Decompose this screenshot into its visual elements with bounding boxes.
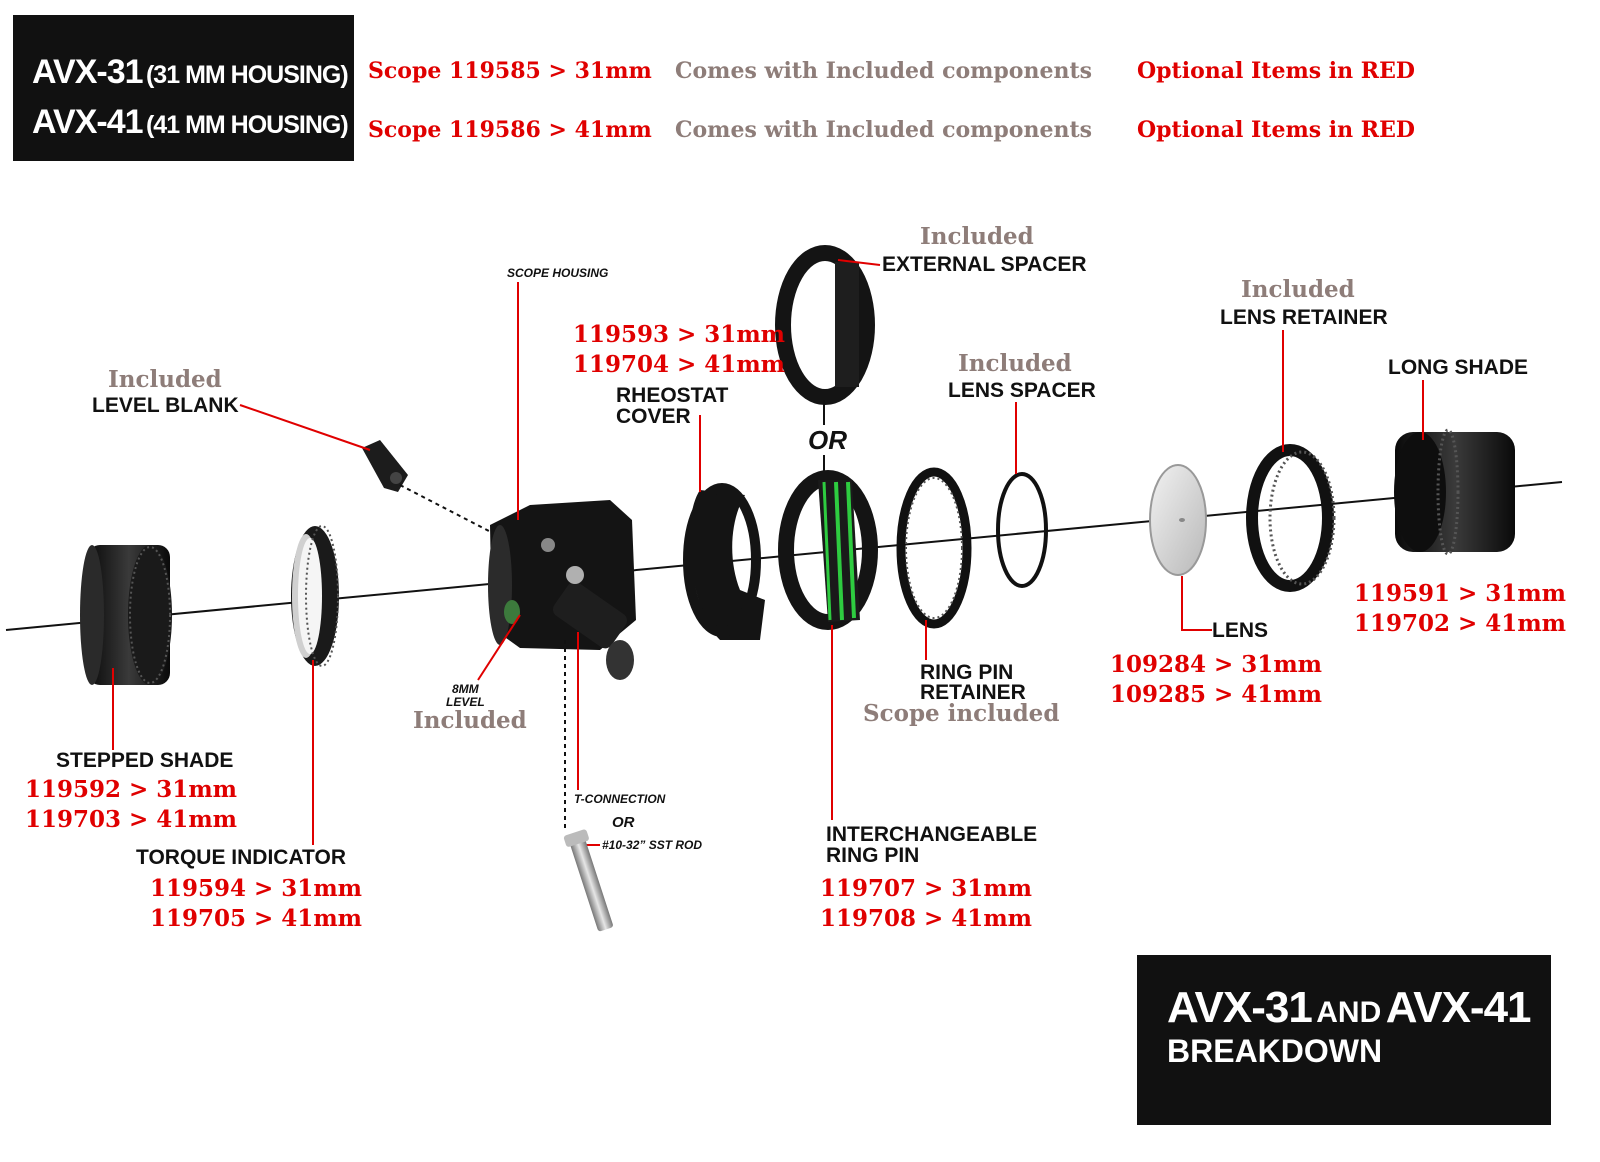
lens-retainer-part — [1246, 444, 1336, 592]
level-8mm-label-1: 8MM — [452, 682, 479, 696]
title-note-41: (41 MM HOUSING) — [145, 111, 349, 139]
long-shade-part — [1394, 428, 1515, 556]
stepped-shade-label: STEPPED SHADE — [56, 749, 234, 772]
title-model-31: AVX-31 — [32, 53, 144, 91]
breakdown-and: AND — [1316, 996, 1382, 1029]
external-spacer-leader — [837, 259, 881, 266]
header-optional-41: Optional Items in RED — [1137, 117, 1415, 143]
header-scope-31: Scope 119585 > 31mm — [368, 58, 652, 84]
stepped-shade-pn-41: 119703 > 41mm — [25, 806, 237, 833]
header-included-31: Comes with Included components — [675, 58, 1093, 84]
lens-retainer-tag: Included — [1241, 276, 1355, 303]
stepped-shade-pn-31: 119592 > 31mm — [25, 776, 237, 803]
t-connection-or: OR — [612, 814, 635, 831]
external-spacer-label: EXTERNAL SPACER — [882, 253, 1087, 276]
torque-indicator-label: TORQUE INDICATOR — [136, 846, 347, 869]
ring-pin-retainer-tag: Scope included — [863, 700, 1060, 727]
breakdown-title: AVX-31 AND AVX-41 — [1167, 983, 1532, 1033]
external-spacer-tag: Included — [920, 223, 1034, 250]
ring-pin-retainer-label-1: RING PIN — [920, 661, 1014, 684]
breakdown-model-b: AVX-41 — [1385, 983, 1532, 1032]
header-scope-41: Scope 119586 > 41mm — [368, 117, 652, 143]
lens-spacer-label: LENS SPACER — [948, 379, 1096, 402]
lens-part — [1149, 464, 1207, 576]
rheostat-cover-pn-31: 119593 > 31mm — [573, 321, 785, 348]
header-included-41: Comes with Included components — [675, 117, 1093, 143]
ring-pin-retainer-part — [896, 467, 972, 629]
level-8mm-leader — [477, 614, 521, 681]
sst-rod-part — [563, 829, 613, 932]
ring-pin-pn-31: 119707 > 31mm — [820, 875, 1032, 902]
rheostat-cover-label-1: RHEOSTAT — [616, 384, 729, 407]
lens-spacer-tag: Included — [958, 350, 1072, 377]
lens-retainer-label: LENS RETAINER — [1220, 306, 1388, 329]
level-8mm-label-2: LEVEL — [446, 695, 485, 709]
torque-indicator-pn-41: 119705 > 41mm — [150, 905, 362, 932]
lens-pn-41: 109285 > 41mm — [1110, 681, 1322, 708]
level-blank-leader — [239, 404, 371, 451]
breakdown-box: AVX-31 AND AVX-41 BREAKDOWN — [1137, 955, 1551, 1125]
ring-pin-retainer-label-2: RETAINER — [920, 681, 1026, 704]
rheostat-cover-label-2: COVER — [616, 405, 691, 428]
title-box: AVX-31 (31 MM HOUSING) AVX-41 (41 MM HOU… — [13, 15, 354, 161]
stepped-shade-part — [80, 545, 172, 685]
lens-leader — [1181, 576, 1212, 631]
level-blank-label: LEVEL BLANK — [92, 394, 239, 417]
t-connection-label: T-CONNECTION — [574, 792, 666, 806]
ring-pin-pn-41: 119708 > 41mm — [820, 905, 1032, 932]
long-shade-pn-31: 119591 > 31mm — [1354, 580, 1566, 607]
long-shade-pn-41: 119702 > 41mm — [1354, 610, 1566, 637]
torque-indicator-part — [291, 525, 339, 667]
title-line-1: AVX-31 (31 MM HOUSING) — [32, 53, 349, 92]
scope-housing-label: SCOPE HOUSING — [507, 266, 609, 280]
level-blank-part — [362, 440, 408, 492]
lens-label: LENS — [1212, 619, 1269, 642]
rheostat-cover-pn-41: 119704 > 41mm — [573, 351, 785, 378]
title-model-41: AVX-41 — [32, 103, 144, 141]
title-note-31: (31 MM HOUSING) — [145, 61, 349, 89]
breakdown-subtitle: BREAKDOWN — [1167, 1033, 1383, 1069]
or-between-spacer-ringpin: OR — [808, 425, 847, 455]
torque-indicator-pn-31: 119594 > 31mm — [150, 875, 362, 902]
external-spacer-part — [775, 245, 875, 405]
rheostat-cover-part — [683, 483, 765, 640]
level-8mm-tag: Included — [413, 707, 527, 734]
sst-rod-label: #10-32” SST ROD — [602, 838, 703, 852]
ring-pin-label-1: INTERCHANGEABLE — [826, 823, 1038, 846]
ring-pin-part — [778, 470, 878, 630]
breakdown-model-a: AVX-31 — [1167, 983, 1313, 1032]
header-optional-31: Optional Items in RED — [1137, 58, 1415, 84]
lens-spacer-part — [996, 472, 1048, 588]
long-shade-label: LONG SHADE — [1388, 356, 1529, 379]
lens-pn-31: 109284 > 31mm — [1110, 651, 1322, 678]
level-blank-tag: Included — [108, 366, 222, 393]
title-line-2: AVX-41 (41 MM HOUSING) — [32, 103, 349, 142]
scope-housing-part — [488, 500, 636, 680]
ring-pin-label-2: RING PIN — [826, 844, 920, 867]
